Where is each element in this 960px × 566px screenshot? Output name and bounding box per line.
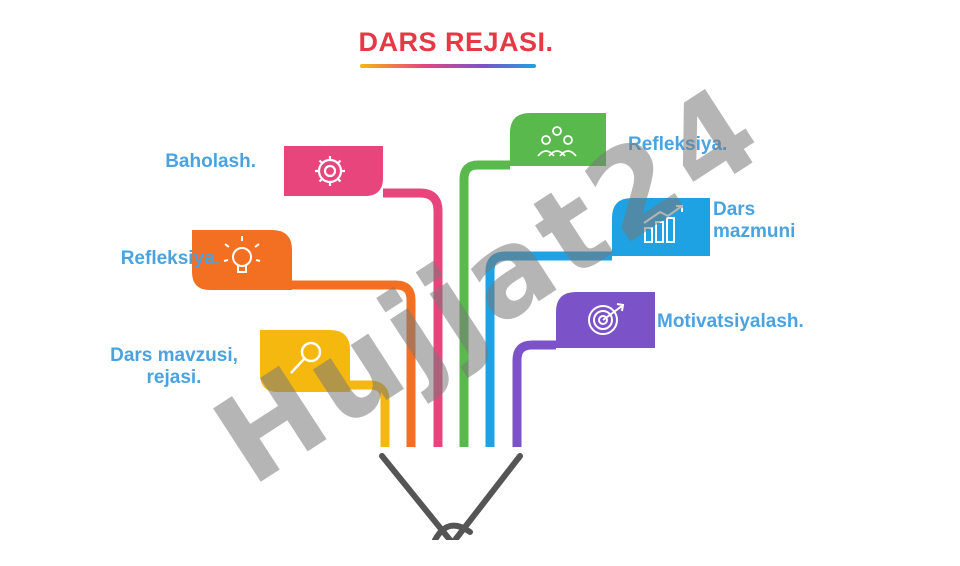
lightbulb-icon: [223, 236, 261, 273]
step-label-baholash: Baholash.: [165, 151, 256, 172]
stem-refleksiya-right: [459, 160, 510, 447]
leaf-baholash: [284, 146, 383, 196]
page-title: DARS REJASI.: [358, 27, 554, 57]
lesson-plan-diagram: [192, 64, 710, 540]
target-icon: [588, 303, 625, 335]
leaf-dars-mazmuni: [612, 198, 710, 256]
step-label-dars-mazmuni: Dars mazmuni: [713, 199, 796, 242]
step-label-refleksiya-right: Refleksiya.: [628, 134, 728, 155]
step-label-motivatsiyalash: Motivatsiyalash.: [657, 311, 804, 332]
title-underline: [360, 64, 536, 68]
step-label-dars-mavzusi: Dars mavzusi, rejasi.: [110, 345, 238, 388]
magnifier-icon: [290, 341, 322, 374]
people-group-icon: [537, 126, 577, 157]
gear-icon: [315, 156, 345, 186]
stem-dars-mazmuni: [485, 251, 612, 447]
leaf-refleksiya-left: [192, 230, 292, 290]
leaf-motivatsiyalash: [556, 292, 655, 348]
stem-baholash: [383, 188, 443, 447]
stem-motivatsiyalash: [512, 340, 556, 447]
step-label-refleksiya-left: Refleksiya.: [120, 248, 220, 269]
stem-refleksiya-left: [290, 280, 416, 447]
connector-stems: [290, 160, 612, 447]
leaf-dars-mavzusi: [260, 330, 350, 392]
stem-dars-mavzusi: [350, 380, 390, 447]
growth-chart-icon: [643, 205, 683, 243]
pencil-tip-icon: [379, 453, 523, 540]
leaf-refleksiya-right: [510, 113, 606, 166]
